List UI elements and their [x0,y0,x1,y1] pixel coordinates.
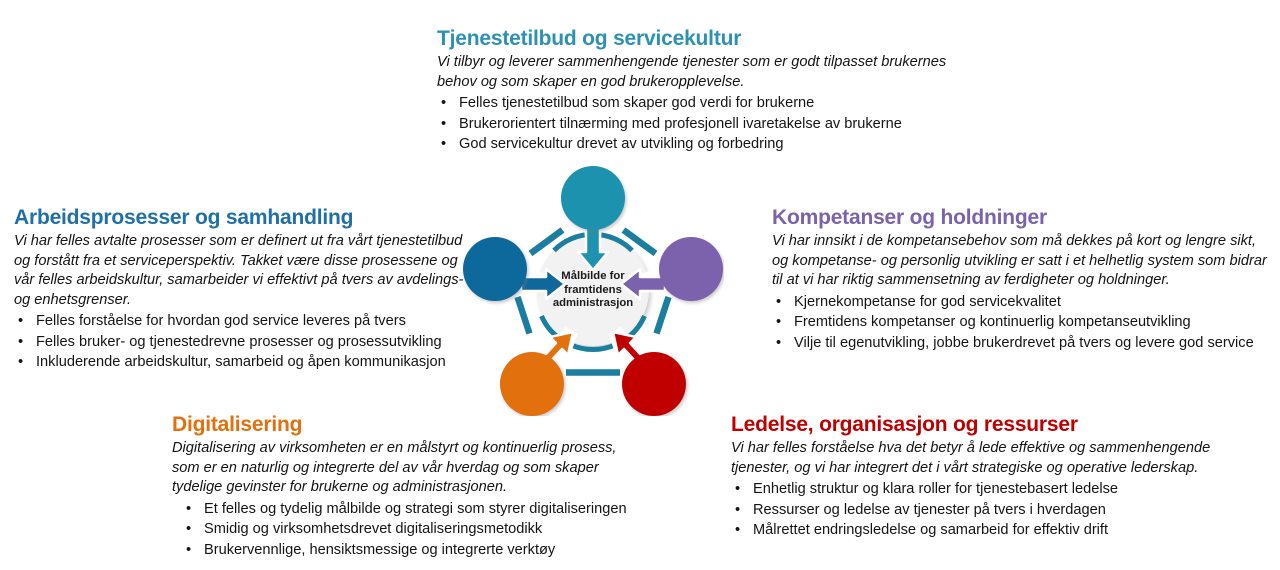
bullet-icon: • [441,136,447,152]
bullet-icon: • [18,333,24,350]
section-title-ledelse: Ledelse, organisasjon og ressurser [731,413,1078,436]
list-item-label: Felles tjenestetilbud som skaper god ver… [459,95,815,111]
list-item-label: Smidig og virksomhetsdrevet digitaliseri… [204,521,543,537]
list-item-label: Inkluderende arbeidskultur, samarbeid og… [36,354,446,370]
arrow-down-teal [576,224,610,272]
list-item: • Felles forståelse for hvordan god servi… [14,311,484,332]
outer-nodes [463,166,723,416]
arrow-right-blue [519,267,567,301]
bullet-icon: • [735,522,741,538]
node-circle-arbeidsprosesser [463,237,527,301]
section-bullets-ledelse: • Enhetlig struktur og klara roller for t… [731,479,1231,541]
section-bullets-digitalisering: • Et felles og tydelig målbilde og strate… [172,499,662,561]
list-item-label: Målrettet endringsledelse og samarbeid f… [753,522,1109,538]
node-circle-digitalisering [500,352,564,416]
list-item: • Brukervennlige, hensiktsmessige og inte… [182,540,662,561]
hub-ring-arc-bottom [568,342,618,353]
node-circle-ledelse [622,352,686,416]
section-title-arbeidsprosesser: Arbeidsprosesser og samhandling [14,206,354,229]
list-item-label: Felles bruker- og tjenestedrevne prosess… [36,333,442,350]
list-item-label: Ressurser og ledelse av tjenester på tve… [753,501,1106,518]
list-item: • Enhetlig struktur og klara roller for t… [731,479,1231,500]
list-item: • Brukerorientert tilnærming med profesjo… [437,114,1037,135]
list-item-label: Brukervennlige, hensiktsmessige og integ… [204,541,556,558]
section-bullets-tjenestetilbud: • Felles tjenestetilbud som skaper god ve… [437,93,1037,155]
pentagon-diagram-svg [463,166,723,416]
connector-right-bottomright [653,295,672,335]
bullet-icon: • [186,521,192,537]
list-item-label: Kjernekompetanse for god servicekvalitet [794,293,1061,310]
bullet-icon: • [735,501,741,518]
list-item: • Kjernekompetanse for god servicekvalite… [772,292,1272,313]
section-title-tjenestetilbud: Tjenestetilbud og servicekultur [437,27,742,50]
section-digitalisering: Digitalisering Digitalisering av virksom… [172,412,662,560]
list-item: • Målrettet endringsledelse og samarbeid … [731,520,1231,541]
bullet-icon: • [441,115,447,132]
section-arbeidsprosesser: Arbeidsprosesser og samhandling Vi har f… [14,205,484,373]
bullet-icon: • [18,313,24,329]
bullet-icon: • [735,481,741,497]
list-item-label: Vilje til egenutvikling, jobbe brukerdre… [794,334,1254,351]
connector-top-left [528,227,565,257]
bullet-icon: • [186,541,192,558]
section-intro-arbeidsprosesser: Vi har felles avtalte prosesser som er d… [14,233,464,308]
list-item: • Ressurser og ledelse av tjenester på tv… [731,500,1231,521]
list-item: • God servicekultur drevet av utvikling o… [437,134,1037,155]
list-item: • Felles bruker- og tjenestedrevne proses… [14,332,484,353]
section-intro-ledelse: Vi har felles forståelse hva det betyr å… [731,440,1211,476]
bullet-icon: • [776,334,782,351]
node-circle-kompetanser [659,237,723,301]
section-title-digitalisering: Digitalisering [172,413,303,436]
list-item: • Inkluderende arbeidskultur, samarbeid o… [14,352,484,373]
bullet-icon: • [776,293,782,310]
connector-top-right [621,227,658,257]
section-bullets-kompetanser: • Kjernekompetanse for god servicekvalite… [772,292,1272,354]
list-item-label: Fremtidens kompetanser og kontinuerlig k… [794,314,1191,330]
node-circle-tjenestetilbud [561,166,625,230]
section-bullets-arbeidsprosesser: • Felles forståelse for hvordan god servi… [14,311,484,373]
inward-arrows [519,224,667,364]
section-intro-kompetanser: Vi har innsikt i de kompetansebehov som … [772,233,1267,288]
list-item: • Vilje til egenutvikling, jobbe brukerdr… [772,333,1272,354]
section-kompetanser: Kompetanser og holdninger Vi har innsikt… [772,205,1272,353]
list-item: • Smidig og virksomhetsdrevet digitaliser… [182,519,662,540]
bullet-icon: • [18,354,24,370]
list-item: • Felles tjenestetilbud som skaper god ve… [437,93,1037,114]
connector-left-bottomleft [514,295,533,335]
list-item-label: Et felles og tydelig målbilde og strateg… [204,500,627,517]
section-title-kompetanser: Kompetanser og holdninger [772,206,1048,229]
central-pentagon-diagram: Målbilde for framtidens administrasjon [462,166,724,416]
bullet-icon: • [186,500,192,517]
arrow-left-purple [619,267,667,301]
list-item-label: Brukerorientert tilnærming med profesjon… [459,115,902,132]
list-item-label: Felles forståelse for hvordan god servic… [36,313,406,329]
bullet-icon: • [441,95,447,111]
list-item-label: God servicekultur drevet av utvikling og… [459,136,784,152]
connector-bars [514,227,672,376]
list-item: • Fremtidens kompetanser og kontinuerlig … [772,312,1272,333]
bullet-icon: • [776,314,782,330]
section-tjenestetilbud: Tjenestetilbud og servicekultur Vi tilby… [437,26,1037,155]
section-ledelse: Ledelse, organisasjon og ressurser Vi ha… [731,412,1231,541]
section-intro-digitalisering: Digitalisering av virksomheten er en mål… [172,440,617,495]
list-item-label: Enhetlig struktur og klara roller for tj… [753,481,1119,497]
list-item: • Et felles og tydelig målbilde og strate… [182,499,662,520]
section-intro-tjenestetilbud: Vi tilbyr og leverer sammenhengende tjen… [437,54,947,90]
